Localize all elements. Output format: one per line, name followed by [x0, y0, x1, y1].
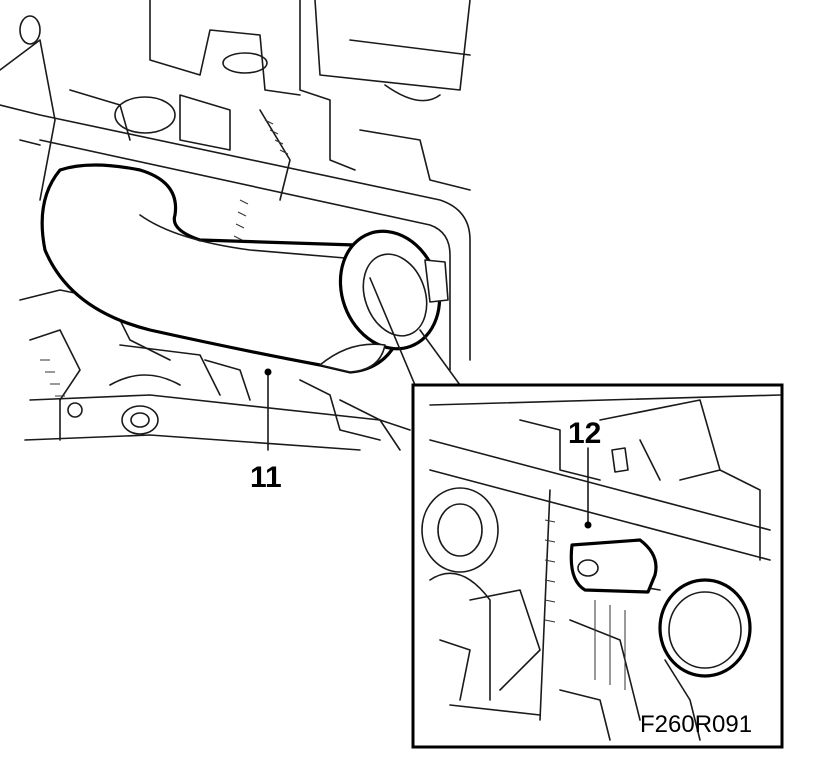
callout-11: 11 [250, 461, 282, 494]
air-hose [40, 163, 449, 374]
leader-11 [264, 368, 272, 451]
inset-detail [411, 383, 784, 749]
magnifier-lines [369, 277, 461, 386]
figure-id: F260R091 [640, 711, 752, 738]
leader-12 [584, 447, 592, 529]
engine-structure [0, 0, 471, 451]
callout-12: 12 [568, 417, 601, 450]
